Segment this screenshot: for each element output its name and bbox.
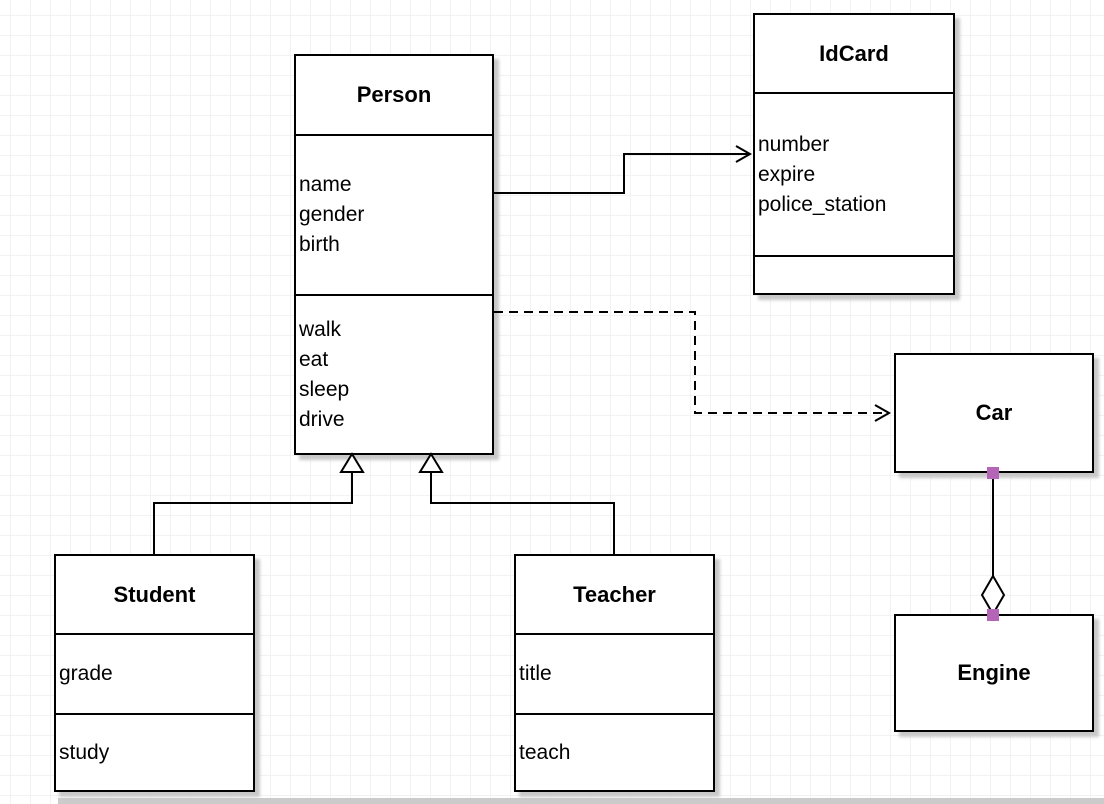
connection-person-car[interactable] [494,311,892,422]
method-row: eat [299,347,329,371]
class-person[interactable]: Person name gender birth walk eat sleep … [294,54,494,455]
connection-car-engine[interactable] [980,467,1006,621]
class-teacher-methods: teach [516,713,713,790]
attribute-row: birth [299,233,340,256]
class-person-attributes: name gender birth [296,134,492,294]
class-idcard-attributes: number expire police_station [755,92,953,255]
hollow-triangle-arrowhead-icon [418,452,444,473]
attribute-row: name [299,173,352,196]
class-teacher-attributes: title [516,633,713,713]
class-student-methods: study [56,713,253,790]
aggregation-diamond-icon [980,574,1006,616]
method-row: study [59,740,110,764]
page-edge-shadow [58,798,1104,804]
class-student-attributes: grade [56,633,253,713]
class-teacher-title: Teacher [573,581,656,607]
attribute-row: gender [299,203,365,226]
class-student[interactable]: Student grade study [54,554,255,792]
method-row: sleep [299,377,350,401]
class-engine-title: Engine [957,660,1031,685]
method-row: teach [519,740,571,764]
method-row: walk [299,317,342,341]
class-engine[interactable]: Engine [894,614,1094,732]
open-arrowhead-icon [874,404,892,422]
class-car[interactable]: Car [894,353,1094,473]
class-person-methods: walk eat sleep drive [296,294,492,453]
hollow-triangle-arrowhead-icon [339,452,365,473]
attribute-row: grade [59,662,113,685]
class-car-title: Car [975,400,1013,425]
attribute-row: title [519,662,552,685]
attribute-row: number [758,132,830,156]
class-student-title: Student [113,581,196,607]
class-idcard-methods [755,255,953,293]
connection-person-idcard[interactable] [494,145,753,194]
class-teacher[interactable]: Teacher title teach [514,554,715,792]
open-arrowhead-icon [735,145,753,163]
class-idcard[interactable]: IdCard number expire police_station [753,13,955,295]
attribute-row: police_station [758,192,887,216]
class-person-title: Person [356,82,432,107]
attribute-row: expire [758,162,816,186]
connection-teacher-person[interactable] [418,452,615,554]
method-row: drive [299,407,345,431]
connection-student-person[interactable] [153,452,365,554]
class-idcard-title: IdCard [819,40,889,66]
